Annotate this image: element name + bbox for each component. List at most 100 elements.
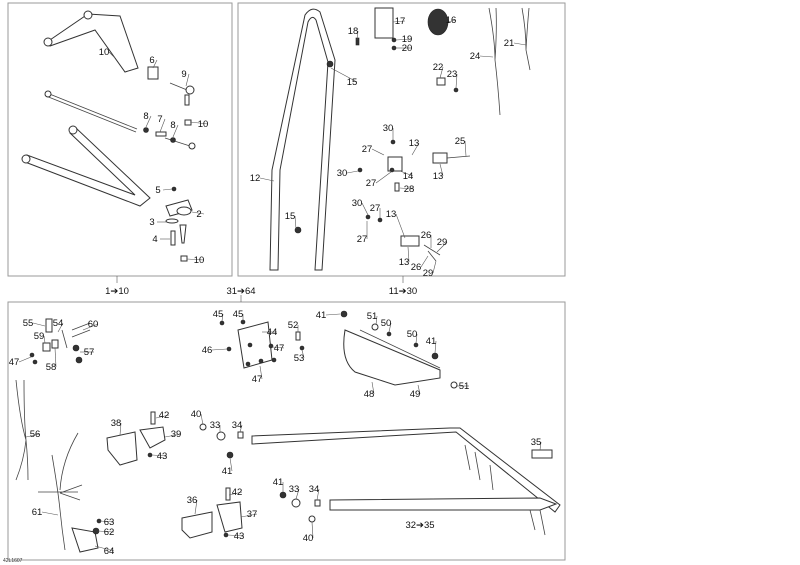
callout-8: 8	[143, 111, 152, 128]
leader-line	[439, 163, 444, 177]
callout-number: 50	[381, 318, 392, 329]
callout-number: 8	[170, 120, 175, 131]
group-caption: 1➔10	[105, 286, 129, 297]
leader-line	[325, 313, 341, 316]
callout-64: 64	[94, 545, 115, 557]
callout-number: 27	[357, 234, 368, 245]
callout-number: 45	[213, 309, 224, 320]
leader-line	[221, 313, 224, 322]
leader-line	[330, 67, 358, 83]
callout-42: 42	[155, 410, 170, 421]
callout-number: 28	[404, 184, 415, 195]
leader-line	[371, 381, 375, 395]
callout-58: 58	[46, 347, 57, 373]
callout-44: 44	[262, 327, 277, 338]
leader-line	[164, 433, 182, 438]
callout-30: 30	[383, 123, 394, 140]
group-caption: 31➔64	[226, 286, 255, 297]
callout-number: 54	[53, 318, 64, 329]
callout-number: 4	[152, 234, 157, 245]
group-caption: 11➔30	[389, 286, 417, 297]
callout-number: 23	[447, 69, 458, 80]
callout-23: 23	[447, 69, 458, 89]
callout-13: 13	[409, 138, 419, 156]
callout-13: 13	[433, 163, 444, 182]
leader-line	[539, 441, 542, 451]
callout-number: 43	[234, 531, 245, 542]
tie-rod	[44, 90, 196, 150]
callout-number: 16	[446, 15, 457, 26]
leader-line	[189, 121, 209, 125]
callout-number: 41	[316, 310, 327, 321]
brackets-36-37	[181, 487, 243, 539]
brackets-38-39	[106, 411, 166, 466]
callout-number: 33	[289, 484, 300, 495]
callout-number: 8	[143, 111, 148, 122]
callout-number: 15	[285, 211, 296, 222]
bracket-parts-left	[29, 318, 91, 365]
callout-63: 63	[99, 517, 115, 528]
callout-5: 5	[155, 185, 173, 196]
callout-18: 18	[348, 26, 359, 41]
callout-number: 60	[88, 319, 99, 330]
callout-30: 30	[337, 168, 359, 179]
callout-number: 62	[104, 527, 115, 538]
leader-line	[99, 520, 115, 523]
callout-41: 41	[273, 477, 284, 492]
leader-line	[295, 488, 300, 500]
callout-52: 52	[288, 320, 299, 332]
callout-number: 27	[370, 203, 381, 214]
leader-line	[271, 346, 285, 349]
roll-bar	[269, 8, 336, 271]
leader-line	[415, 333, 418, 344]
callout-number: 45	[233, 309, 244, 320]
leader-line	[455, 73, 458, 89]
callout-36: 36	[187, 495, 198, 515]
leader-line	[155, 414, 170, 419]
callout-number: 41	[222, 466, 233, 477]
callout-47: 47	[271, 343, 285, 354]
callout-number: 57	[84, 347, 95, 358]
callout-number: 42	[159, 410, 170, 421]
light-parts	[294, 7, 459, 234]
leader-line	[294, 215, 297, 230]
callout-62: 62	[97, 527, 115, 538]
callout-49: 49	[410, 384, 421, 400]
callout-number: 50	[407, 329, 418, 340]
callout-12: 12	[250, 173, 275, 184]
leader-line	[240, 513, 258, 518]
leader-line	[227, 534, 245, 537]
callout-number: 9	[181, 69, 186, 80]
callout-10: 10	[189, 119, 209, 130]
leader-line	[43, 335, 46, 344]
callout-number: 41	[426, 336, 437, 347]
callout-35: 35	[531, 437, 542, 451]
callout-number: 46	[202, 345, 213, 356]
callout-51: 51	[367, 311, 378, 326]
leader-line	[94, 545, 115, 552]
callout-number: 47	[252, 374, 263, 385]
callout-53: 53	[294, 349, 305, 364]
callout-number: 13	[399, 257, 410, 268]
leader-line	[361, 202, 369, 216]
callout-37: 37	[240, 509, 258, 520]
callout-number: 5	[155, 185, 160, 196]
leader-line	[356, 30, 359, 41]
leader-line	[54, 347, 57, 368]
callout-41: 41	[316, 310, 341, 321]
callout-51: 51	[456, 381, 469, 392]
callout-number: 55	[23, 318, 34, 329]
callout-7: 7	[157, 114, 166, 133]
leader-line	[464, 140, 467, 157]
leader-line	[388, 322, 392, 333]
callout-22: 22	[433, 62, 444, 79]
leader-line	[420, 255, 429, 268]
callout-27: 27	[366, 171, 392, 189]
callout-27: 27	[362, 144, 385, 156]
leader-line	[185, 73, 190, 87]
callout-4: 4	[152, 234, 170, 245]
leader-line	[82, 323, 99, 331]
callout-24: 24	[470, 51, 494, 62]
callout-41: 41	[222, 457, 233, 477]
callout-29: 29	[423, 260, 437, 279]
